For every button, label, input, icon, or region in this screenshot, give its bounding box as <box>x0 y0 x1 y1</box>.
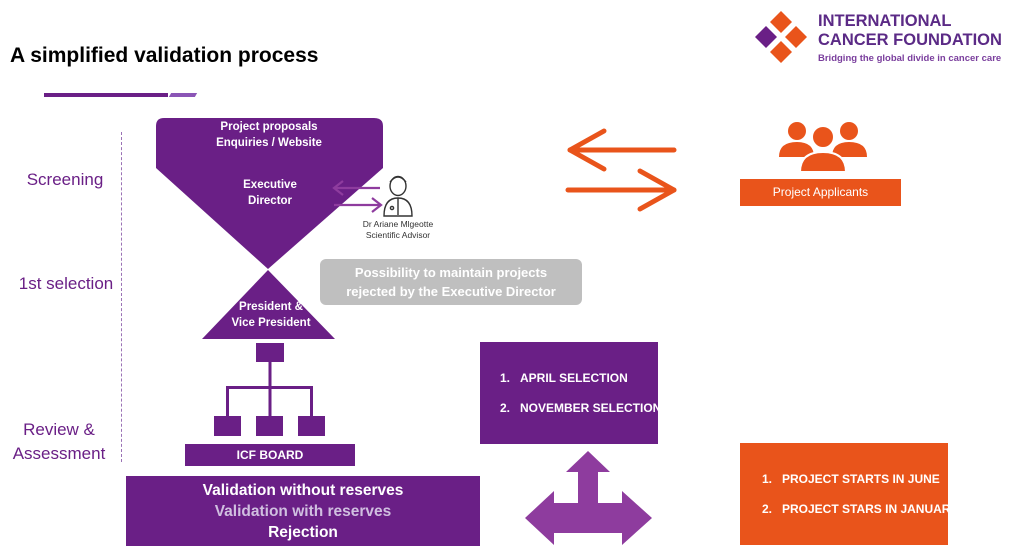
validation-with-reserves: Validation with reserves <box>214 502 392 520</box>
stage-first-selection: 1st selection <box>18 274 114 293</box>
executive-director-line1: Executive <box>243 179 297 191</box>
stage-divider-line <box>121 132 122 462</box>
president-line1: President & <box>239 301 303 313</box>
funnel-top-text: Project proposals Enquiries / Website <box>156 119 382 151</box>
funnel-top-line1: Project proposals <box>220 121 318 133</box>
rejection: Rejection <box>268 523 338 541</box>
applicant-exchange-arrows <box>565 128 677 212</box>
logo-name-line1: INTERNATIONAL <box>818 12 952 30</box>
stage-review-line1: Review & <box>23 420 95 439</box>
funnel-top-line2: Enquiries / Website <box>216 137 322 149</box>
doctor-icon <box>383 175 413 217</box>
advisor-label: Dr Ariane Mlgeotte Scientific Advisor <box>348 219 448 241</box>
three-way-arrow-icon <box>525 451 652 545</box>
funnel-shape <box>156 118 383 269</box>
logo-name-line2: CANCER FOUNDATION <box>818 31 1002 49</box>
possibility-line1: Possibility to maintain projects <box>354 265 548 280</box>
president-line2: Vice President <box>231 317 311 329</box>
title-underline <box>44 93 168 97</box>
logo-tagline: Bridging the global divide in cancer car… <box>818 53 1002 64</box>
possibility-note: Possibility to maintain projects rejecte… <box>320 259 582 305</box>
validation-outcomes-box: Validation without reserves Validation w… <box>126 476 480 546</box>
executive-director-line2: Director <box>247 195 293 207</box>
list-item: 1.PROJECT STARTS IN JUNE <box>761 472 940 486</box>
project-start-box: 1.PROJECT STARTS IN JUNE 2.PROJECT STARS… <box>740 443 959 545</box>
president-triangle <box>202 270 335 339</box>
stage-screening: Screening <box>26 170 104 189</box>
list-item: 2.PROJECT STARS IN JANUARY <box>761 502 959 516</box>
possibility-line2: rejected by the Executive Director <box>346 284 556 299</box>
logo-icon <box>755 11 807 63</box>
people-group-icon <box>779 122 867 173</box>
selection-periods-box: 1.APRIL SELECTION 2.NOVEMBER SELECTION <box>480 342 662 444</box>
list-item: 2.NOVEMBER SELECTION <box>499 401 662 415</box>
advisor-name: Dr Ariane Mlgeotte <box>362 219 434 229</box>
advisor-role: Scientific Advisor <box>365 230 431 240</box>
president-label: President & Vice President <box>206 299 336 331</box>
slide-title: A simplified validation process <box>10 44 319 67</box>
advisor-exchange-arrows <box>332 180 383 213</box>
stage-review-assessment: Review & Assessment <box>0 418 118 466</box>
project-applicants-label: Project Applicants <box>740 179 901 206</box>
list-item: 1.APRIL SELECTION <box>499 371 628 385</box>
org-chart-icon <box>214 343 325 436</box>
executive-director-label: Executive Director <box>210 177 330 209</box>
stage-review-line2: Assessment <box>12 444 106 463</box>
validation-without-reserves: Validation without reserves <box>202 481 404 499</box>
icf-board-label: ICF BOARD <box>185 444 355 466</box>
logo-name: INTERNATIONAL CANCER FOUNDATION <box>818 12 1002 50</box>
